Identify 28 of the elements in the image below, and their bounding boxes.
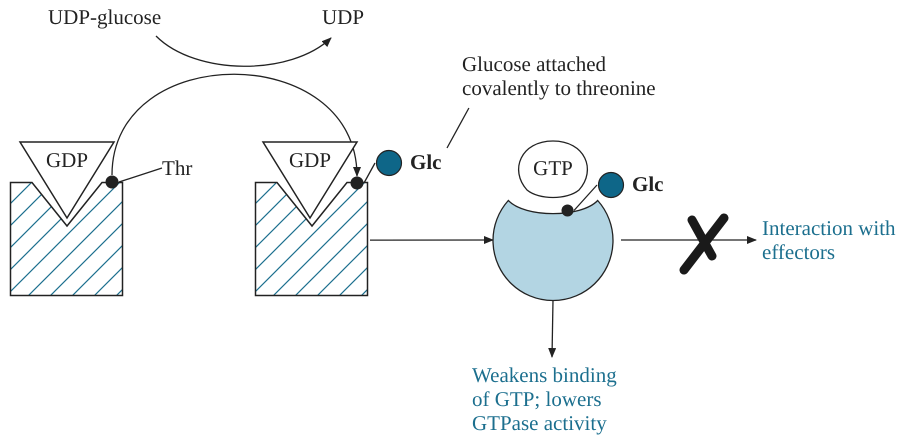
residue-dot xyxy=(105,175,119,189)
arrow xyxy=(156,36,332,67)
node-label: GDP xyxy=(44,148,89,172)
leader-line xyxy=(446,108,470,148)
g-protein-shape xyxy=(493,200,613,300)
arrow xyxy=(370,236,494,244)
arrow xyxy=(548,300,556,358)
outcome-text: Weakens binding of GTP; lowers GTPase activity xyxy=(472,363,632,435)
protein-block xyxy=(10,182,123,296)
text-label: Thr xyxy=(162,156,212,180)
text-label: UDP xyxy=(322,5,382,29)
outcome-text: Interaction with effectors xyxy=(762,216,910,264)
arrow xyxy=(621,236,757,244)
nucleotide-triangle xyxy=(20,142,114,218)
nucleotide-triangle xyxy=(263,142,357,218)
leader-line xyxy=(118,167,162,183)
node-label: GTP xyxy=(532,156,574,180)
connector-line xyxy=(363,162,376,184)
node-label: GDP xyxy=(288,148,332,172)
text-label: Glucose attached covalently to threonine xyxy=(462,52,692,100)
residue-dot xyxy=(350,176,364,190)
nucleotide-bubble xyxy=(515,140,591,200)
node-label: Glc xyxy=(410,150,442,174)
protein-block xyxy=(255,182,368,296)
text-label: UDP-glucose xyxy=(48,5,198,29)
node-label: Glc xyxy=(632,172,664,196)
residue-dot xyxy=(561,204,574,217)
arrow xyxy=(111,74,360,177)
